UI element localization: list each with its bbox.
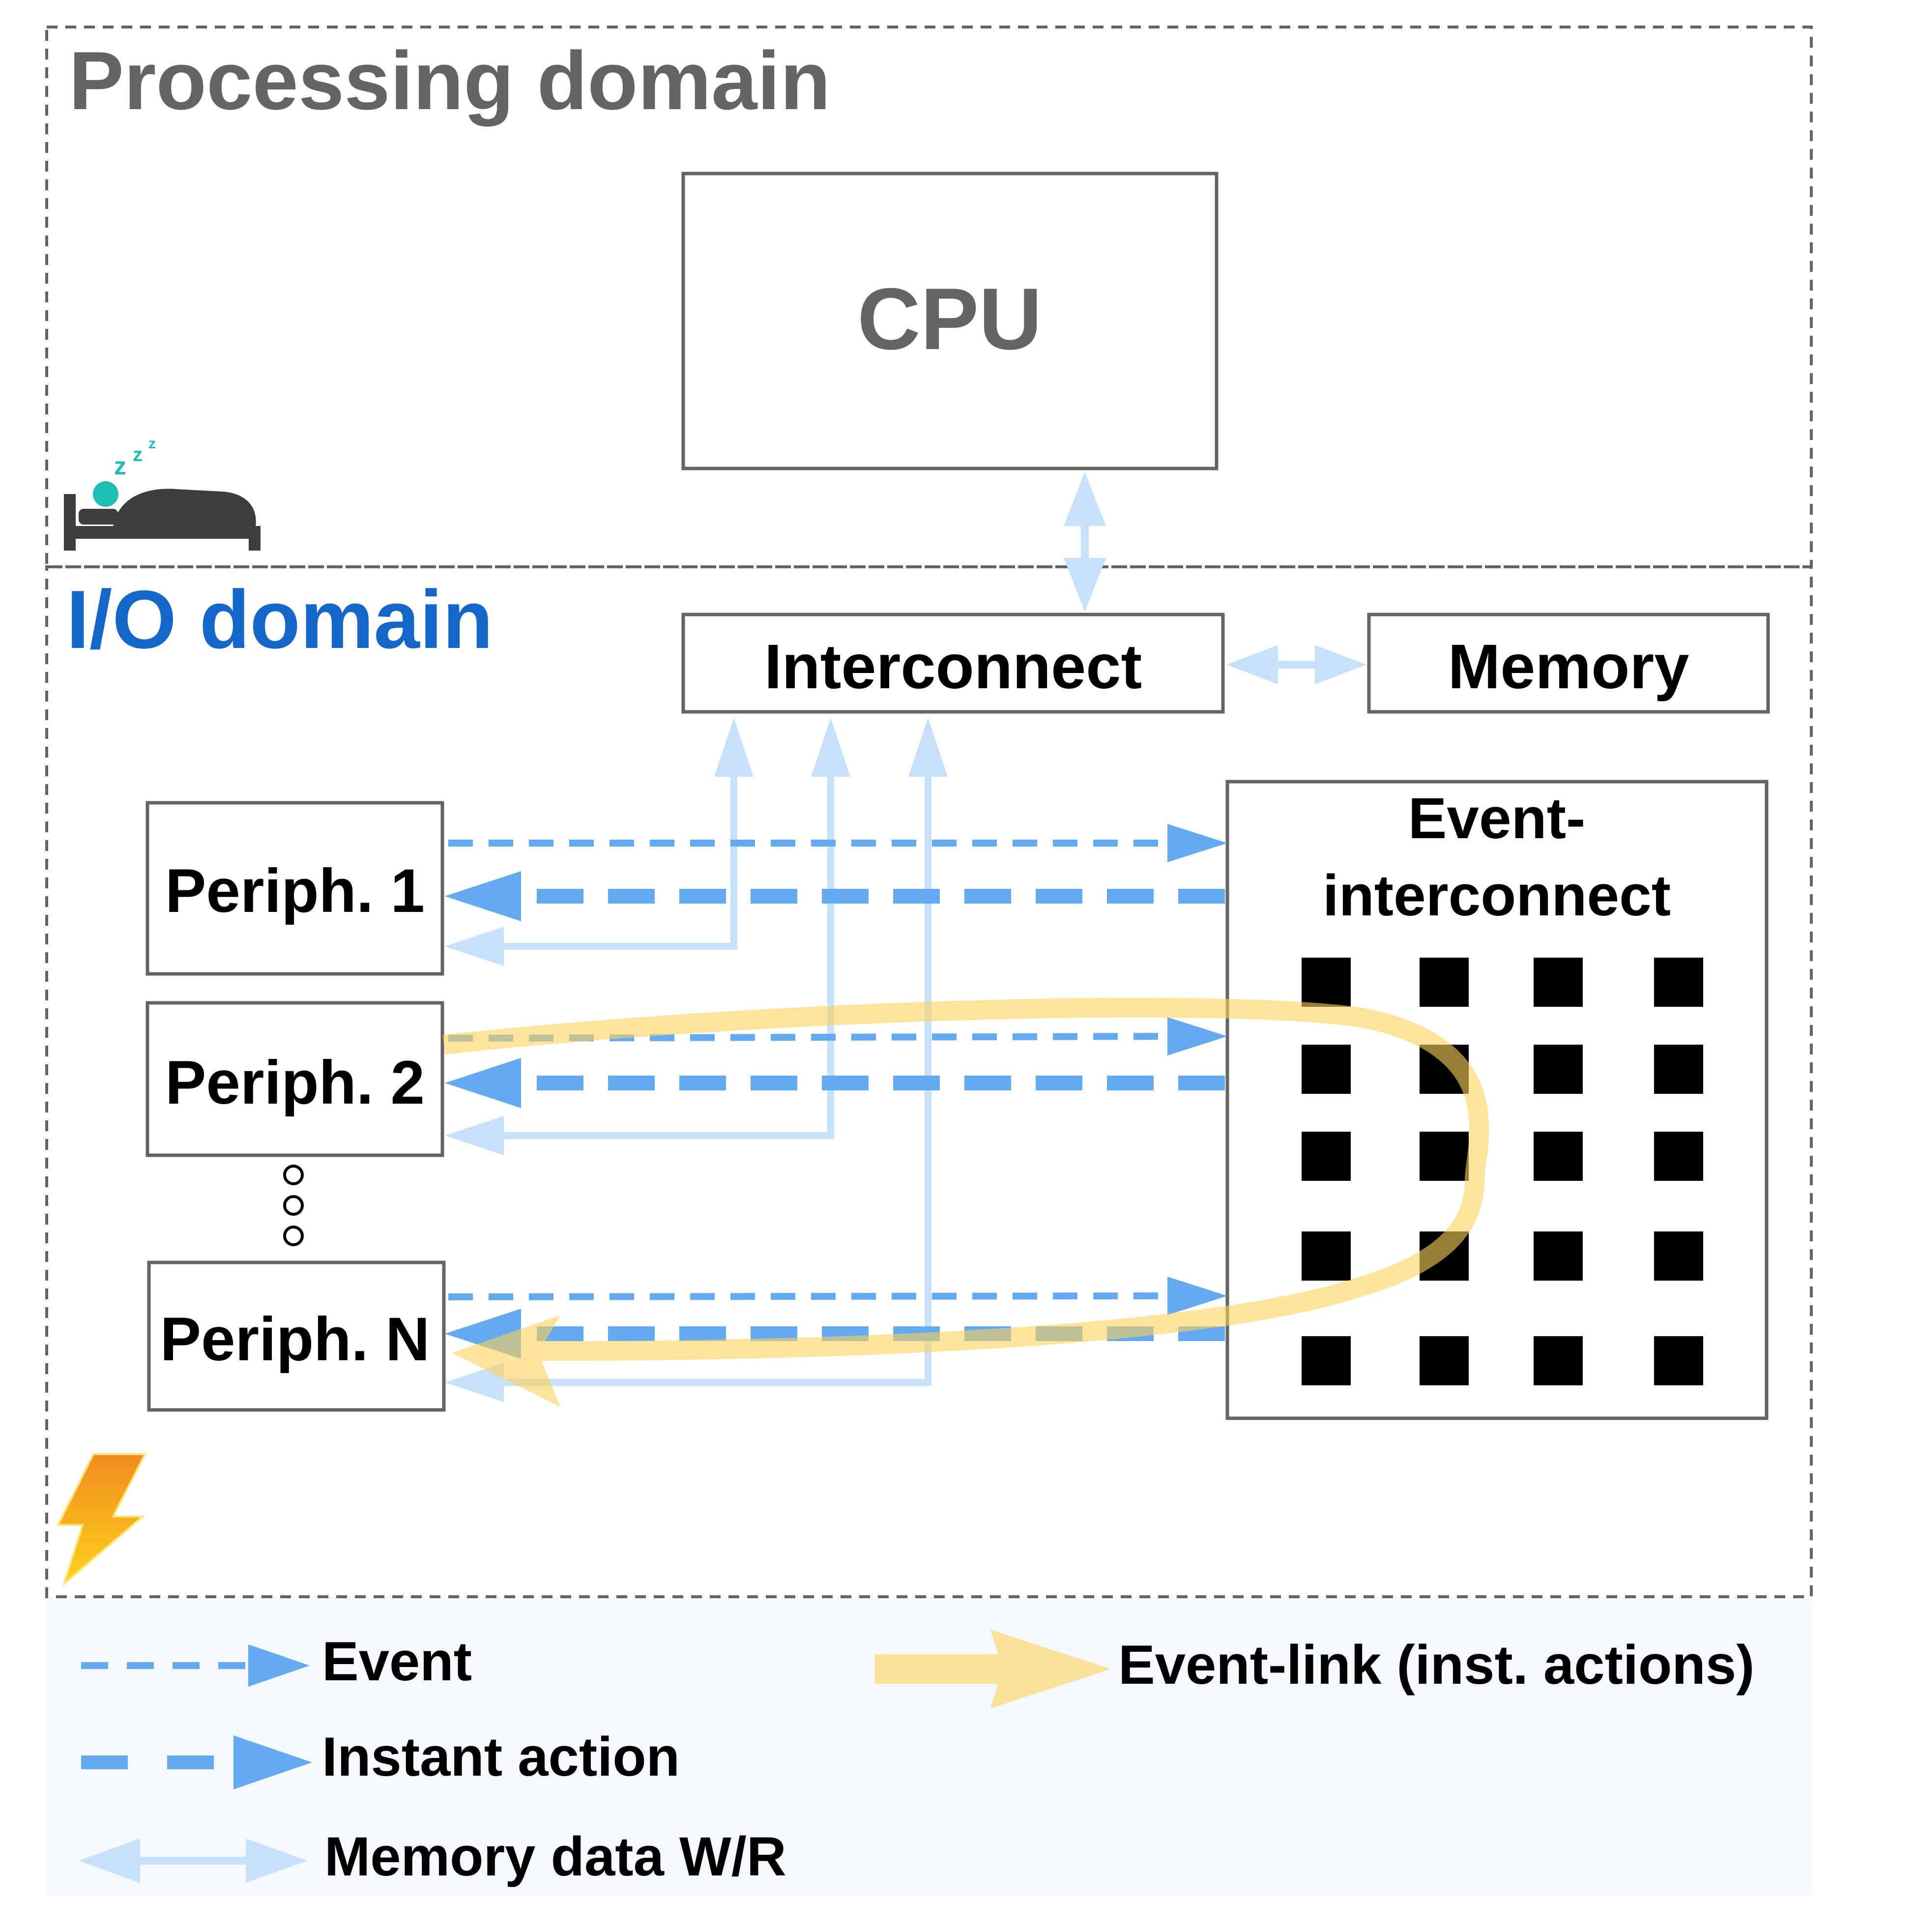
periph-1-label: Periph. 1 xyxy=(165,857,425,925)
legend-instant-action: Instant action xyxy=(81,1726,680,1789)
legend-instant-action-label: Instant action xyxy=(322,1726,680,1787)
svg-text:z: z xyxy=(148,436,156,452)
io-domain-border xyxy=(45,565,1813,1598)
interconnect-block xyxy=(681,613,1225,714)
legend-event-label: Event xyxy=(322,1631,472,1692)
cpu-label: CPU xyxy=(857,270,1042,368)
event-interconnect-label-line1: Event- xyxy=(1408,786,1586,851)
ellipsis-dots xyxy=(283,1165,304,1246)
lightning-bolt-icon xyxy=(56,1453,147,1587)
legend-event-link xyxy=(875,1630,1111,1708)
event-arrows xyxy=(448,840,1173,1300)
legend-event: Event xyxy=(81,1631,472,1692)
event-link-loop xyxy=(442,997,1489,1407)
memory-block xyxy=(1367,613,1770,714)
memory-label: Memory xyxy=(1448,632,1689,702)
cpu-block xyxy=(681,172,1219,470)
legend-memory-data-label: Memory data W/R xyxy=(324,1826,786,1887)
periph-2-label: Periph. 2 xyxy=(165,1049,425,1117)
instant-action-arrows xyxy=(511,889,1225,1341)
processing-domain-title: Processing domain xyxy=(69,34,831,127)
interconnect-label: Interconnect xyxy=(764,632,1142,702)
event-channel-matrix xyxy=(1302,958,1703,1385)
periph-1-block xyxy=(145,801,444,976)
event-interconnect-label-line2: interconnect xyxy=(1323,863,1671,928)
legend-event-link-label: Event-link (inst. actions) xyxy=(1118,1634,1754,1696)
sleeping-person-icon: z z z xyxy=(64,436,261,551)
legend-memory-data: Memory data W/R xyxy=(79,1826,786,1887)
periph-n-label: Periph. N xyxy=(160,1305,430,1374)
legend-panel xyxy=(47,1597,1811,1895)
svg-text:z: z xyxy=(133,444,143,466)
io-domain-title: I/O domain xyxy=(66,573,493,666)
periph-n-block xyxy=(147,1260,446,1412)
event-interconnect-block xyxy=(1225,780,1769,1420)
svg-text:z: z xyxy=(114,452,126,480)
memory-data-paths xyxy=(492,757,931,1386)
processing-domain-border xyxy=(45,26,1813,568)
periph-2-block xyxy=(145,1001,444,1157)
